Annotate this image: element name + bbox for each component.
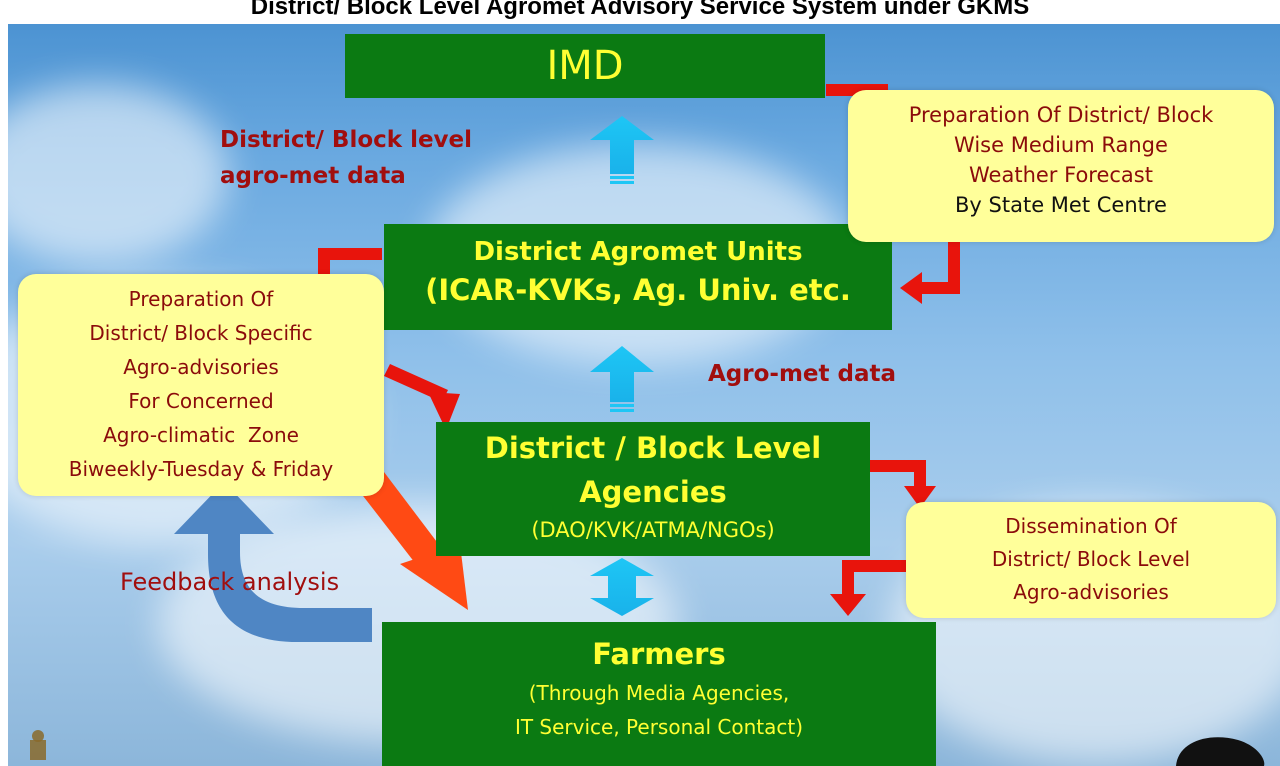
double-arrow-agencies-farmers [590, 558, 654, 616]
block-data-label: District/ Block level agro-met data [220, 122, 472, 194]
dissemination-line: District/ Block Level [991, 547, 1191, 571]
advisories-line: Agro-advisories [123, 355, 279, 379]
forecast-note: Preparation Of District/ Block Wise Medi… [848, 90, 1274, 242]
up-arrow-dau-to-imd [590, 116, 654, 184]
farmers-box: Farmers (Through Media Agencies, IT Serv… [382, 622, 936, 766]
arrow-advisories-to-farmers [360, 472, 468, 610]
forecast-line: By State Met Centre [955, 193, 1167, 217]
advisories-note: Preparation Of District/ Block Specific … [18, 274, 384, 496]
arrow-dissemination-to-farmers [830, 560, 908, 616]
advisories-line: District/ Block Specific [89, 321, 313, 345]
forecast-line: Wise Medium Range [954, 133, 1168, 157]
emblem-icon [30, 730, 46, 760]
dissemination-note: Dissemination Of District/ Block Level A… [906, 502, 1276, 618]
advisories-line: Biweekly-Tuesday & Friday [68, 457, 334, 481]
dau-title: District Agromet Units [473, 237, 803, 267]
farmers-channel-2: IT Service, Personal Contact) [514, 715, 804, 739]
block-level-agencies-box: District / Block Level Agencies (DAO/KVK… [436, 422, 870, 556]
feedback-arrow [174, 482, 372, 642]
forecast-line: Preparation Of District/ Block [908, 103, 1214, 127]
district-agromet-units-box: District Agromet Units (ICAR-KVKs, Ag. U… [384, 224, 892, 330]
advisories-line: Preparation Of [128, 287, 274, 311]
forecast-line: Weather Forecast [969, 163, 1153, 187]
arrow-agencies-to-dissemination [862, 460, 936, 508]
dissemination-line: Dissemination Of [1005, 514, 1177, 538]
advisories-line: For Concerned [128, 389, 274, 413]
imd-box: IMD [345, 34, 825, 98]
diagram-title: District/ Block Level Agromet Advisory S… [250, 0, 1030, 20]
feedback-label: Feedback analysis [120, 568, 340, 596]
dissemination-line: Agro-advisories [1013, 580, 1169, 604]
agencies-title: District / Block Level [484, 431, 822, 465]
block-data-label-line: District/ Block level [220, 127, 473, 153]
farmers-channel-1: (Through Media Agencies, [528, 681, 790, 705]
arrow-forecast-to-dau [900, 234, 960, 304]
imd-label: IMD [546, 43, 624, 89]
agencies-subtitle: Agencies [579, 475, 727, 509]
slide-canvas: IMD District Agromet Units (ICAR-KVKs, A… [8, 24, 1280, 766]
avatar-icon [1176, 737, 1265, 766]
agencies-members: (DAO/KVK/ATMA/NGOs) [531, 518, 775, 542]
up-arrow-agencies-to-dau [590, 346, 654, 412]
arrow-advisories-to-agencies [384, 364, 460, 430]
farmers-title: Farmers [592, 637, 726, 671]
dau-subtitle: (ICAR-KVKs, Ag. Univ. etc. [425, 273, 851, 307]
agromet-data-label: Agro-met data [708, 361, 897, 387]
advisories-line: Agro-climatic Zone [103, 423, 299, 447]
block-data-label-line: agro-met data [220, 163, 406, 189]
cloud [8, 84, 228, 264]
